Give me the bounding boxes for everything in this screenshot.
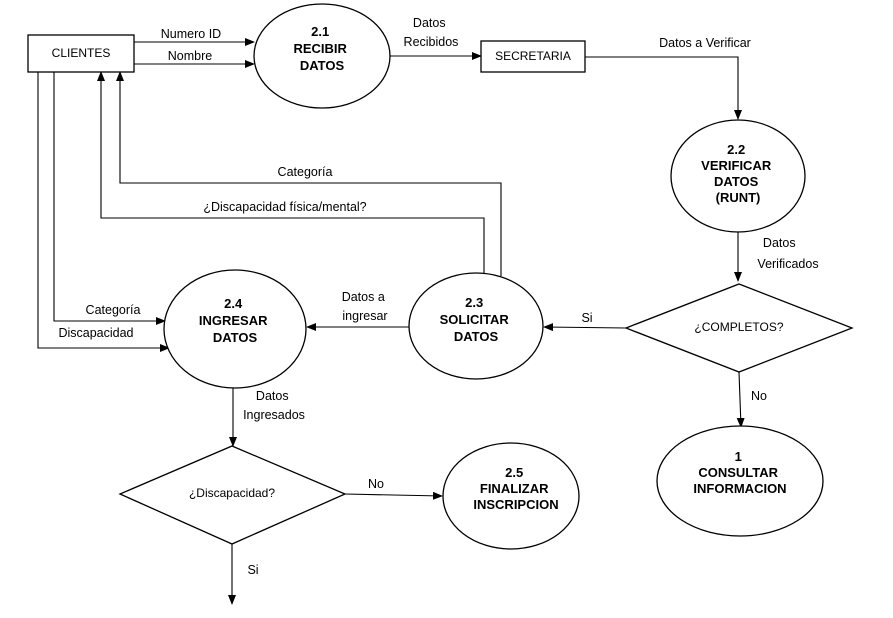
process-2-3-number: 2.3 [465,295,483,310]
process-2-2-line3: (RUNT) [716,190,761,205]
process-2-4-number: 2.4 [224,296,243,311]
svg-text:2.3 SOLICITAR DATO: 2.3 SOLICITAR DATOS [440,295,513,344]
flow-label-nombre: Nombre [168,49,213,63]
svg-text:Datos Verificados: Datos Verificados [757,236,818,271]
flow-label-datos-verificados-2: Verificados [757,257,818,271]
process-1-consultar-informacion: 1 CONSULTAR INFORMACION [656,425,824,537]
flow-label-discapacidad-left: Discapacidad [58,326,133,340]
flow-label-no-discapacidad: No [368,477,384,491]
flow-line-categoria-left [53,72,166,325]
process-2-5-line1: FINALIZAR [480,481,549,496]
flow-label-datos-verificados-1: Datos [763,236,796,250]
process-2-3-line1: SOLICITAR [440,312,510,327]
flow-label-si-completos: Si [581,311,592,325]
flow-line-si-completos [543,323,627,332]
entity-clientes-label: CLIENTES [52,46,111,60]
flow-label-datos-ingresados-2: Ingresados [243,408,305,422]
flow-label-datos-recibidos-2: Recibidos [404,35,459,49]
flow-label-datos-verificar: Datos a Verificar [659,36,751,50]
flow-label-discapacidad-q: ¿Discapacidad física/mental? [203,200,366,214]
flow-line-discapacidad-left [37,72,170,352]
process-1-line2: INFORMACION [693,481,786,496]
process-2-4-line1: INGRESAR [199,313,268,328]
process-2-5-finalizar-inscripcion: 2.5 FINALIZAR INSCRIPCION [442,442,580,550]
entity-clientes: CLIENTES [27,34,135,73]
svg-text:Datos a ingresar: Datos a ingresar [342,290,389,323]
svg-text:2.5 FINALIZAR INSC: 2.5 FINALIZAR INSCRIPCION [473,465,558,512]
svg-text:2.4 INGRESAR DATOS: 2.4 INGRESAR DATOS [199,296,271,345]
flow-line-discapacidad-q [97,71,485,276]
process-2-2-verificar-datos: 2.2 VERIFICAR DATOS (RUNT) [670,119,806,233]
process-2-2-line1: VERIFICAR [701,158,772,173]
process-2-1-line1: RECIBIR [293,41,347,56]
process-2-2-number: 2.2 [727,142,745,157]
flow-line-categoria-top [116,71,502,276]
svg-text:1 CONSULTAR INFORM: 1 CONSULTAR INFORMACION [693,449,786,496]
decision-completos: ¿COMPLETOS? [624,283,854,373]
flow-lines [37,38,745,605]
process-2-1-number: 2.1 [311,24,329,39]
flow-labels: Numero ID Nombre Datos Recibidos Datos a… [58,16,818,577]
entity-secretaria: SECRETARIA [480,40,586,73]
process-2-2-line2: DATOS [714,174,759,189]
decision-completos-label: ¿COMPLETOS? [694,320,783,334]
process-2-3-line2: DATOS [454,329,499,344]
flow-label-numero-id: Numero ID [161,27,221,41]
process-2-1-line2: DATOS [300,58,345,73]
flow-label-categoria-left: Categoría [86,303,141,317]
flow-label-datos-ingresar-1: Datos a [342,290,385,304]
process-2-5-line2: INSCRIPCION [473,497,558,512]
flow-line-datos-verificar [585,56,742,120]
svg-text:Datos Recibidos: Datos Recibidos [404,16,459,49]
svg-text:2.2 VERIFICAR DATO: 2.2 VERIFICAR DATOS (RUNT) [701,142,775,205]
flow-line-no-completos [736,371,745,428]
svg-text:2.1 RECIBIR DATOS: 2.1 RECIBIR DATOS [293,24,350,73]
process-2-5-number: 2.5 [505,465,523,480]
flow-label-datos-ingresados-1: Datos [256,389,289,403]
flow-label-datos-recibidos-1: Datos [413,16,446,30]
flow-label-datos-ingresar-2: ingresar [342,309,387,323]
process-1-line1: CONSULTAR [698,465,778,480]
flow-label-categoria-top: Categoría [278,165,333,179]
flow-label-no-completos: No [751,389,767,403]
process-2-4-ingresar-datos: 2.4 INGRESAR DATOS [163,269,307,389]
decision-discapacidad-label: ¿Discapacidad? [189,486,275,500]
process-1-number: 1 [735,449,742,464]
decision-discapacidad: ¿Discapacidad? [118,445,347,545]
flow-line-no-discapacidad [344,491,443,500]
svg-text:Datos Ingresados: Datos Ingresados [243,389,305,422]
process-2-1-recibir-datos: 2.1 RECIBIR DATOS [253,3,391,109]
process-2-4-line2: DATOS [213,330,258,345]
process-2-3-solicitar-datos: 2.3 SOLICITAR DATOS [408,272,544,380]
entity-secretaria-label: SECRETARIA [495,49,571,63]
flow-label-si-discapacidad: Si [247,563,258,577]
